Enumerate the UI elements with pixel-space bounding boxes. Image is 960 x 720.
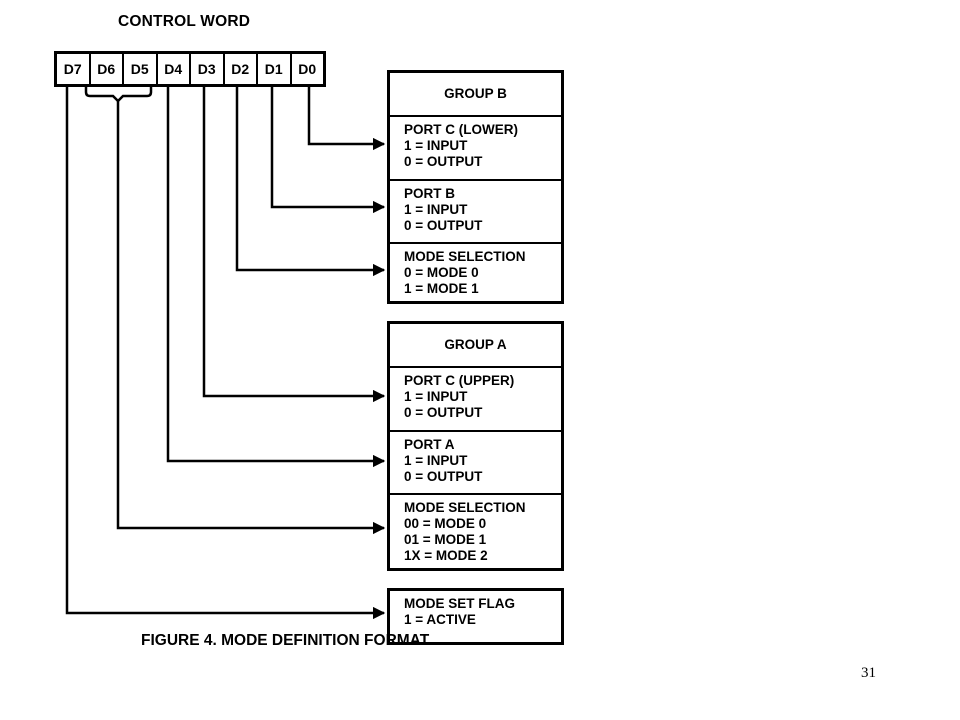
wire-d4 bbox=[166, 87, 386, 468]
cell-line: MODE SELECTION bbox=[404, 500, 526, 515]
cell-line: PORT C (UPPER) bbox=[404, 373, 515, 388]
cell-line: PORT C (LOWER) bbox=[404, 122, 518, 137]
cell-line: 1 = INPUT bbox=[404, 389, 468, 404]
cell-line: 0 = OUTPUT bbox=[404, 405, 483, 420]
cell-line: 1X = MODE 2 bbox=[404, 548, 488, 563]
bit-d2: D2 bbox=[225, 54, 258, 84]
bit-d3: D3 bbox=[191, 54, 225, 84]
cell-line: 0 = OUTPUT bbox=[404, 154, 483, 169]
cell-line: MODE SET FLAG bbox=[404, 596, 515, 611]
cell-line: 0 = OUTPUT bbox=[404, 469, 483, 484]
wire-d1 bbox=[270, 87, 386, 214]
cell-line: 0 = MODE 0 bbox=[404, 265, 479, 280]
bit-d6: D6 bbox=[91, 54, 124, 84]
cell-line: 1 = INPUT bbox=[404, 453, 468, 468]
bit-d4: D4 bbox=[158, 54, 191, 84]
cell-line: PORT B bbox=[404, 186, 456, 201]
cell-line: 1 = MODE 1 bbox=[404, 281, 479, 296]
brace-d6-d5 bbox=[84, 87, 153, 103]
cell-line: 1 = INPUT bbox=[404, 138, 468, 153]
group-b-port-c-lower: PORT C (LOWER) 1 = INPUT 0 = OUTPUT bbox=[390, 117, 561, 181]
cell-line: 0 = OUTPUT bbox=[404, 218, 483, 233]
cell-line: 1 = ACTIVE bbox=[404, 612, 476, 627]
wire-d2 bbox=[235, 87, 386, 277]
group-a-port-c-upper: PORT C (UPPER) 1 = INPUT 0 = OUTPUT bbox=[390, 368, 561, 432]
wire-d7 bbox=[65, 87, 386, 620]
cell-line: MODE SELECTION bbox=[404, 249, 526, 264]
cell-line: 01 = MODE 1 bbox=[404, 532, 487, 547]
cell-line: 1 = INPUT bbox=[404, 202, 468, 217]
group-b-title: GROUP B bbox=[390, 73, 561, 117]
group-a-title: GROUP A bbox=[390, 324, 561, 368]
bit-d1: D1 bbox=[258, 54, 292, 84]
group-a-box: GROUP A PORT C (UPPER) 1 = INPUT 0 = OUT… bbox=[387, 321, 564, 571]
control-word-register: D7 D6 D5 D4 D3 D2 D1 D0 bbox=[54, 51, 326, 87]
group-b-mode-selection: MODE SELECTION 0 = MODE 0 1 = MODE 1 bbox=[390, 244, 561, 301]
bit-d5: D5 bbox=[124, 54, 158, 84]
mode-set-flag-cell: MODE SET FLAG 1 = ACTIVE bbox=[390, 591, 561, 642]
figure-caption: FIGURE 4. MODE DEFINITION FORMAT bbox=[141, 632, 430, 649]
control-word-title: CONTROL WORD bbox=[118, 13, 251, 30]
group-b-port-b: PORT B 1 = INPUT 0 = OUTPUT bbox=[390, 181, 561, 244]
mode-set-flag-box: MODE SET FLAG 1 = ACTIVE bbox=[387, 588, 564, 645]
group-a-mode-selection: MODE SELECTION 00 = MODE 0 01 = MODE 1 1… bbox=[390, 495, 561, 568]
bit-d0: D0 bbox=[298, 61, 317, 77]
page-number: 31 bbox=[861, 665, 876, 681]
group-a-port-a: PORT A 1 = INPUT 0 = OUTPUT bbox=[390, 432, 561, 495]
group-b-box: GROUP B PORT C (LOWER) 1 = INPUT 0 = OUT… bbox=[387, 70, 564, 304]
wire-d6-d5 bbox=[116, 101, 386, 535]
cell-line: 00 = MODE 0 bbox=[404, 516, 487, 531]
cell-line: PORT A bbox=[404, 437, 455, 452]
wire-d3 bbox=[202, 87, 386, 403]
bit-d7: D7 bbox=[57, 54, 91, 84]
wire-d0 bbox=[307, 87, 386, 151]
